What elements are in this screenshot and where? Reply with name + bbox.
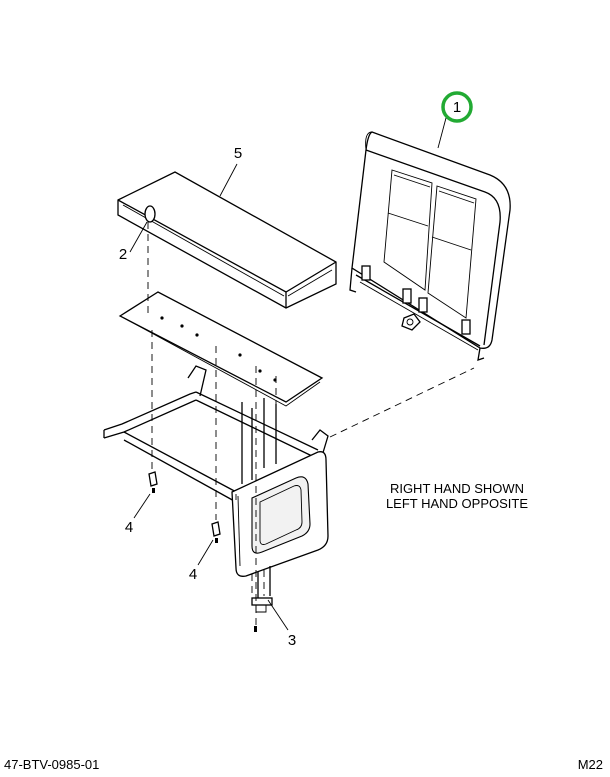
callout-2[interactable]: 2	[119, 221, 148, 263]
seat-pan[interactable]	[118, 291, 324, 407]
bolt-part-4a[interactable]	[148, 471, 158, 493]
callout-1[interactable]: 1	[437, 91, 473, 149]
bolt-part-4b[interactable]	[211, 521, 221, 543]
callout-5[interactable]: 5	[219, 145, 242, 197]
drawing-number: 47-BTV-0985-01	[4, 757, 99, 772]
seat-back-part-1[interactable]	[349, 131, 511, 361]
callout-4b-label: 4	[189, 566, 197, 583]
seat-cushion-part-5[interactable]	[117, 171, 337, 309]
callout-1-label: 1	[453, 99, 461, 116]
assembly-lines	[147, 222, 475, 630]
screw-part-3[interactable]	[254, 626, 257, 632]
callout-3[interactable]: 3	[267, 599, 296, 649]
callout-4a[interactable]: 4	[125, 493, 151, 536]
callout-4b[interactable]: 4	[189, 539, 214, 583]
seat-frame[interactable]	[103, 365, 329, 613]
note-line-1: RIGHT HAND SHOWN	[390, 481, 524, 496]
callout-3-label: 3	[288, 632, 296, 649]
note-line-2: LEFT HAND OPPOSITE	[386, 496, 528, 511]
callout-4a-label: 4	[125, 519, 133, 536]
callout-5-label: 5	[234, 145, 242, 162]
callout-2-label: 2	[119, 246, 127, 263]
highlight-ring	[441, 91, 473, 123]
page-code: M22	[578, 757, 603, 772]
